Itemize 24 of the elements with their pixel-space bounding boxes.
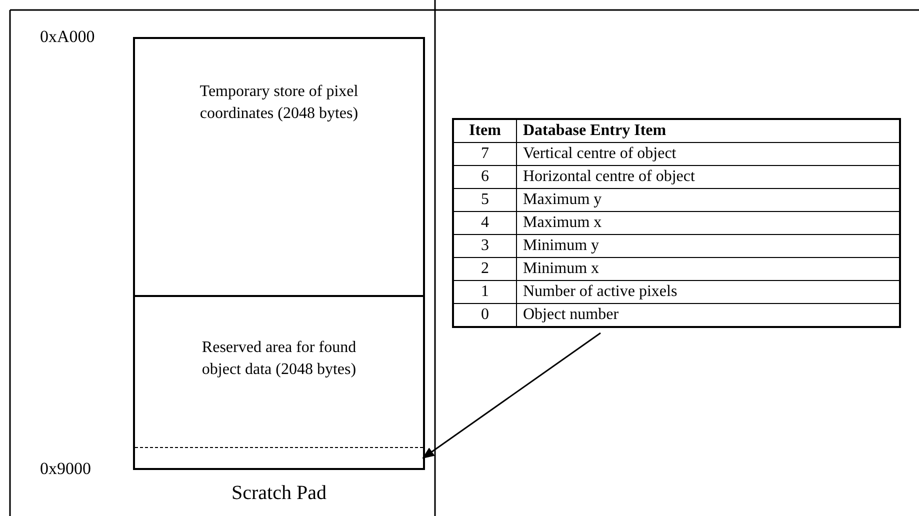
item-number: 6: [454, 166, 516, 188]
item-number: 3: [454, 234, 516, 258]
entry-description: Minimum y: [516, 234, 900, 258]
entry-description: Horizontal centre of object: [516, 166, 900, 188]
entry-description: Maximum y: [516, 188, 900, 212]
region-description: Reserved area for found object data (2048 bytes): [200, 338, 358, 380]
column-header: Item: [454, 120, 516, 142]
entry-description: Object number: [516, 304, 900, 326]
item-number: 4: [454, 212, 516, 234]
column-header: Database Entry Item: [516, 120, 900, 142]
memory-block-caption: Scratch Pad: [232, 482, 326, 505]
entry-description: Minimum x: [516, 258, 900, 280]
item-number: 2: [454, 258, 516, 280]
item-number: 5: [454, 188, 516, 212]
item-number: 7: [454, 142, 516, 166]
entry-description: Number of active pixels: [516, 280, 900, 304]
region-description: Temporary store of pixel coordinates (2048 bytes): [198, 82, 360, 124]
entry-description: Maximum x: [516, 212, 900, 234]
item-number: 1: [454, 280, 516, 304]
entry-description: Vertical centre of object: [516, 142, 900, 166]
arrow: [422, 332, 601, 459]
item-number: 0: [454, 304, 516, 326]
memory-address: 0x9000: [40, 459, 91, 479]
memory-address: 0xA000: [40, 27, 95, 47]
